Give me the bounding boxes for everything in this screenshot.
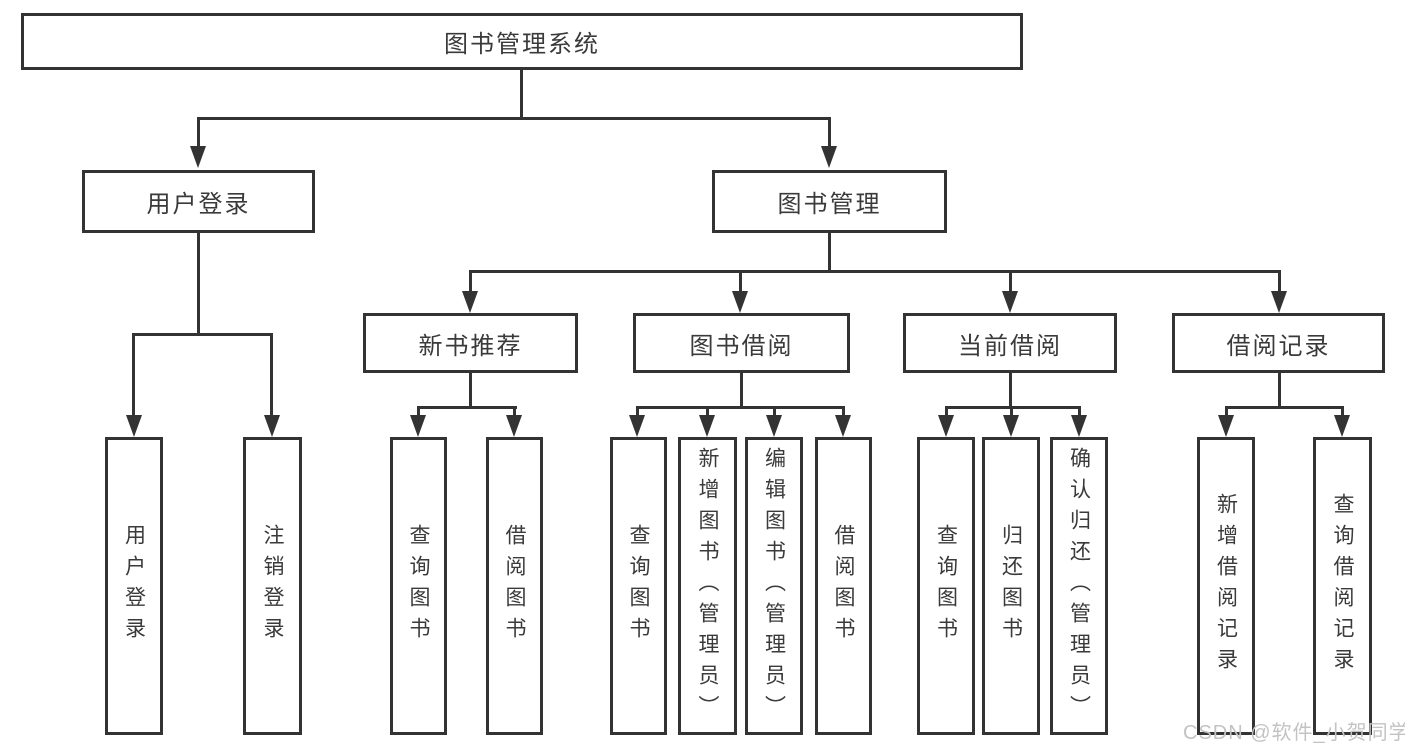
connector-line xyxy=(828,119,831,148)
arrow-down-icon xyxy=(699,415,715,437)
watermark: CSDN @软件_小贺同学 xyxy=(1183,722,1405,744)
arrow-down-icon xyxy=(629,415,645,437)
arrow-down-icon xyxy=(1271,291,1287,313)
node-label: 编辑图书（管理员） xyxy=(762,446,786,726)
arrow-down-icon xyxy=(1218,415,1234,437)
node-label: 归还图书 xyxy=(999,524,1023,648)
node-current-borrowing: 当前借阅 xyxy=(903,313,1117,373)
node-borrow-books: 借阅图书 xyxy=(815,437,872,735)
connector-line xyxy=(469,270,1281,273)
node-library-system: 图书管理系统 xyxy=(21,13,1023,70)
node-query-books-borrowing: 查询图书 xyxy=(610,437,667,735)
connector-line xyxy=(773,408,776,415)
node-label: 借阅记录 xyxy=(1226,332,1331,360)
node-label: 查询图书 xyxy=(407,524,430,648)
arrow-down-icon xyxy=(462,291,478,313)
connector-line xyxy=(197,119,200,148)
arrow-down-icon xyxy=(732,291,748,313)
node-label: 查询图书 xyxy=(934,524,958,648)
arrow-down-icon xyxy=(821,146,837,168)
arrow-down-icon xyxy=(766,415,782,437)
connector-line xyxy=(270,335,273,415)
connector-line xyxy=(636,406,845,409)
connector-line xyxy=(197,117,831,120)
arrow-down-icon xyxy=(1334,415,1350,437)
arrow-down-icon xyxy=(264,415,280,437)
node-new-book-recommend: 新书推荐 xyxy=(363,313,578,373)
connector-line xyxy=(739,272,742,291)
node-label: 新增图书（管理员） xyxy=(696,446,719,726)
connector-line xyxy=(740,373,743,408)
node-book-borrowing: 图书借阅 xyxy=(633,313,850,373)
node-label: 图书管理 xyxy=(777,191,882,218)
node-label: 新增借阅记录 xyxy=(1214,493,1238,679)
arrow-down-icon xyxy=(835,415,851,437)
node-label: 当前借阅 xyxy=(958,332,1062,360)
node-label: 借阅图书 xyxy=(503,524,526,648)
arrow-down-icon xyxy=(1003,415,1019,437)
node-borrow-books-recommend: 借阅图书 xyxy=(486,437,543,735)
connector-line xyxy=(1225,406,1344,409)
node-label: 用户登录 xyxy=(122,524,146,648)
connector-line xyxy=(132,333,273,336)
node-query-borrow-record: 查询借阅记录 xyxy=(1313,437,1372,735)
connector-line xyxy=(1009,373,1012,408)
arrow-down-icon xyxy=(938,415,954,437)
connector-line xyxy=(1078,408,1081,415)
connector-line xyxy=(197,233,200,335)
connector-line xyxy=(706,408,709,415)
connector-line xyxy=(828,233,831,272)
connector-line xyxy=(1278,272,1281,291)
arrow-down-icon xyxy=(410,415,426,437)
node-add-books-admin: 新增图书（管理员） xyxy=(678,437,737,735)
connector-line xyxy=(842,408,845,415)
connector-line xyxy=(417,406,517,409)
node-confirm-return-admin: 确认归还（管理员） xyxy=(1050,437,1108,735)
connector-line xyxy=(945,408,948,415)
arrow-down-icon xyxy=(506,415,522,437)
connector-line xyxy=(1225,408,1228,415)
node-query-books-current: 查询图书 xyxy=(917,437,975,735)
connector-line xyxy=(636,408,639,415)
node-borrowing-records: 借阅记录 xyxy=(1172,313,1385,373)
node-label: 图书借阅 xyxy=(689,332,794,360)
node-label: 查询借阅记录 xyxy=(1331,493,1354,679)
connector-line xyxy=(1009,272,1012,291)
arrow-down-icon xyxy=(1002,291,1018,313)
node-return-books: 归还图书 xyxy=(982,437,1040,735)
node-label: 确认归还（管理员） xyxy=(1067,446,1091,726)
arrow-down-icon xyxy=(190,146,206,168)
connector-line xyxy=(469,272,472,291)
node-label: 新书推荐 xyxy=(418,332,523,360)
connector-line xyxy=(417,408,420,415)
arrow-down-icon xyxy=(1071,415,1087,437)
node-book-management: 图书管理 xyxy=(712,170,947,233)
connector-line xyxy=(1278,373,1281,408)
connector-line xyxy=(469,373,472,408)
arrow-down-icon xyxy=(126,415,142,437)
node-add-borrow-record: 新增借阅记录 xyxy=(1197,437,1255,735)
node-label: 注销登录 xyxy=(261,524,284,648)
node-edit-books-admin: 编辑图书（管理员） xyxy=(745,437,803,735)
connector-line xyxy=(513,408,516,415)
node-user-login: 用户登录 xyxy=(82,170,315,233)
node-logout: 注销登录 xyxy=(243,437,302,735)
connector-line xyxy=(1010,408,1013,415)
node-user-login-action: 用户登录 xyxy=(105,437,163,735)
connector-line xyxy=(132,335,135,415)
node-label: 借阅图书 xyxy=(832,524,855,648)
connector-line xyxy=(1341,408,1344,415)
connector-line xyxy=(945,406,1081,409)
node-label: 图书管理系统 xyxy=(444,31,600,58)
node-label: 用户登录 xyxy=(146,191,251,218)
connector-line xyxy=(520,70,523,120)
node-query-books-recommend: 查询图书 xyxy=(390,437,447,735)
node-label: 查询图书 xyxy=(627,524,650,648)
